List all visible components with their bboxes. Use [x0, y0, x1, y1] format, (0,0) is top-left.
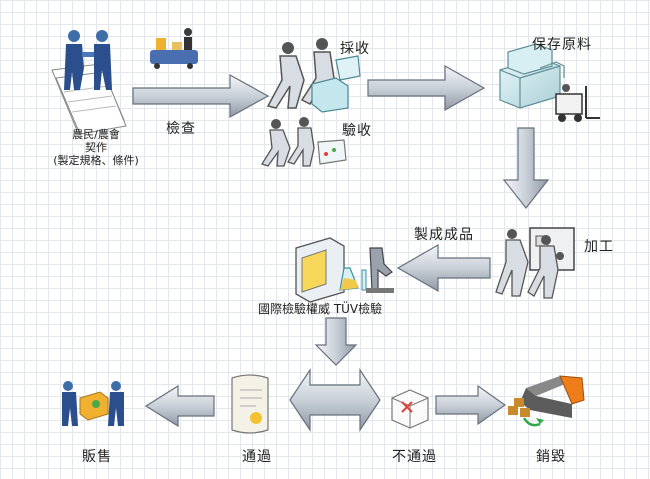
processing-workers-icon — [495, 227, 575, 299]
harvest-workers-icon — [266, 38, 361, 113]
tuv-inspection-label: 國際檢驗權威 TÜV檢驗 — [258, 302, 383, 316]
arrow-processing-to-lab — [396, 243, 491, 293]
handshake-contract-icon — [51, 30, 127, 135]
acceptance-workers-icon — [261, 117, 347, 167]
fail-box-icon — [391, 389, 429, 429]
destroy-truck-icon — [508, 375, 585, 427]
arrow-storage-to-processing — [502, 127, 550, 209]
sale-label: 販售 — [82, 449, 112, 465]
arrow-to-sale — [144, 384, 215, 428]
arrow-decision-split — [289, 368, 381, 432]
storage-label: 保存原料 — [532, 37, 592, 53]
fail-label: 不通過 — [392, 449, 437, 465]
finished-product-label: 製成成品 — [414, 227, 474, 243]
certificate-icon — [231, 374, 269, 434]
lab-inspection-icon — [295, 237, 394, 303]
pass-label: 通過 — [242, 449, 272, 465]
acceptance-label: 驗收 — [342, 123, 372, 139]
arrow-lab-to-decision — [314, 317, 358, 366]
arrow-contract-to-harvest — [132, 73, 270, 119]
processing-label: 加工 — [584, 239, 614, 255]
arrow-harvest-to-storage — [367, 64, 486, 112]
purchase-label: 採收 — [340, 41, 370, 57]
arrow-to-destroy — [435, 384, 507, 426]
inspect-label: 檢查 — [166, 121, 196, 137]
farmer-contract-line3: (製定規格、條件) — [53, 154, 139, 167]
sale-people-icon — [62, 381, 124, 426]
farmer-contract-line2: 契作 — [85, 141, 107, 154]
destroy-label: 銷毀 — [536, 449, 566, 465]
storage-forklift-icon — [499, 43, 600, 122]
farmer-contract-line1: 農民/農會 — [72, 128, 120, 141]
conveyor-icon — [150, 28, 198, 69]
farmer-contract-label: 農民/農會 契作 (製定規格、條件) — [42, 128, 150, 167]
